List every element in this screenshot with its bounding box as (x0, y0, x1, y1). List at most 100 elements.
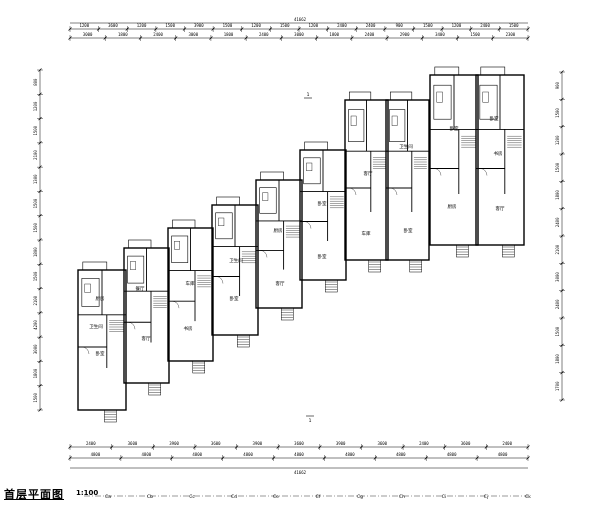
top-row-1-slash (526, 27, 530, 31)
bottom-row-1-value: 3600 (128, 441, 138, 446)
room-label: 卧室 (490, 115, 499, 122)
bottom-row-1-value: 2400 (419, 441, 429, 446)
bottom-row-2-value: 4800 (243, 452, 253, 457)
bathroom-outline (303, 157, 321, 185)
top-row-2-value: 1800 (118, 32, 128, 37)
bottom-row-2-value: 4800 (396, 452, 406, 457)
balcony (128, 239, 152, 249)
left-col-value: 800 (33, 78, 38, 86)
unit-blocks (77, 66, 525, 423)
bottom-row-1-value: 3900 (169, 441, 179, 446)
top-row-2-value: 1800 (329, 32, 339, 37)
room-label: 卧室 (450, 125, 459, 132)
axis-label: Cd (231, 494, 237, 500)
bottom-row-1-value: 3600 (294, 441, 304, 446)
top-total-value: 41662 (294, 17, 307, 22)
bottom-row-1-slash (484, 445, 489, 449)
left-col-slash (38, 116, 42, 121)
top-row-2-slash (385, 36, 389, 40)
door-swing (127, 322, 136, 330)
room-label: 车库 (362, 230, 371, 237)
door-swing (81, 346, 90, 355)
bottom-row-2-value: 4800 (294, 452, 304, 457)
entry-porch (281, 307, 294, 321)
left-col-slash (38, 311, 42, 315)
fixture (350, 115, 357, 126)
bottom-row-1-value: 2400 (86, 441, 96, 446)
top-row-2-slash (68, 36, 72, 40)
bottom-total-value: 41662 (294, 470, 307, 475)
unit-block (385, 91, 430, 273)
left-col-value: 1500 (33, 198, 38, 208)
bathroom-outline (81, 278, 100, 307)
left-col-value: 1300 (33, 174, 38, 184)
right-col-slash (560, 343, 564, 348)
entry-porch (148, 382, 161, 396)
top-row-2-slash (138, 36, 143, 40)
top-row-1-value: 1200 (308, 23, 318, 28)
bottom-row-2-value: 4800 (447, 452, 457, 457)
bottom-row-1-slash (401, 445, 405, 449)
right-col-value: 1200 (555, 135, 560, 145)
room-label: 卧室 (318, 200, 327, 207)
left-col-slash (38, 141, 42, 145)
bottom-row-1-slash (151, 445, 156, 449)
left-col-value: 1200 (33, 101, 38, 111)
axis-label: Ce (273, 494, 279, 500)
axis-label: Ch (399, 494, 405, 500)
left-col-slash (38, 383, 42, 388)
unit-block (255, 171, 303, 321)
bathroom-outline (171, 235, 189, 263)
axis-label: Cc (189, 494, 195, 500)
top-row-2-slash (244, 36, 248, 40)
top-row-2-slash (209, 36, 213, 40)
fixture (130, 261, 136, 270)
bottom-row-2-slash (475, 456, 479, 460)
balcony (172, 219, 196, 229)
balcony (82, 261, 108, 271)
left-col-slash (38, 213, 42, 218)
door-swing (389, 187, 398, 196)
right-col-value: 1700 (555, 381, 560, 391)
room-label: 卫生间 (229, 257, 243, 264)
right-col-value: 1500 (555, 108, 560, 118)
bottom-row-1-slash (234, 445, 239, 449)
bottom-row-2-slash (220, 456, 225, 460)
door-swing (171, 300, 180, 309)
fixture (174, 241, 180, 250)
top-row-2-slash (350, 36, 354, 40)
bathroom-outline (348, 109, 365, 142)
bottom-row-1-slash (193, 445, 197, 449)
top-row-1-value: 900 (396, 23, 404, 28)
top-row-2-value: 2400 (153, 32, 163, 37)
bottom-row-1-slash (526, 445, 530, 449)
top-row-1-slash (154, 27, 158, 31)
top-row-2-value: 1800 (224, 32, 234, 37)
balcony (304, 141, 328, 151)
room-label: 客厅 (142, 335, 151, 342)
right-col-slash (560, 234, 564, 238)
top-row-1-value: 3600 (108, 23, 118, 28)
bottom-row-2-slash (424, 456, 428, 460)
top-row-2-slash (420, 36, 425, 40)
top-row-2-slash (455, 36, 460, 40)
left-col-slash (38, 92, 42, 97)
entry-porch (368, 259, 381, 273)
unit-block (475, 66, 525, 258)
bottom-row-1-value: 2400 (502, 441, 512, 446)
bottom-row-2-value: 4800 (91, 452, 101, 457)
fixture (306, 162, 313, 172)
left-col-slash (38, 189, 42, 194)
bottom-row-1-value: 3900 (253, 441, 263, 446)
door-swing (215, 276, 224, 284)
left-col-slash (38, 408, 42, 412)
right-col-slash (560, 370, 564, 375)
unit-block (123, 239, 170, 396)
left-col-value: 3000 (33, 344, 38, 354)
top-row-1-slash (182, 27, 187, 31)
left-col-slash (38, 262, 42, 267)
